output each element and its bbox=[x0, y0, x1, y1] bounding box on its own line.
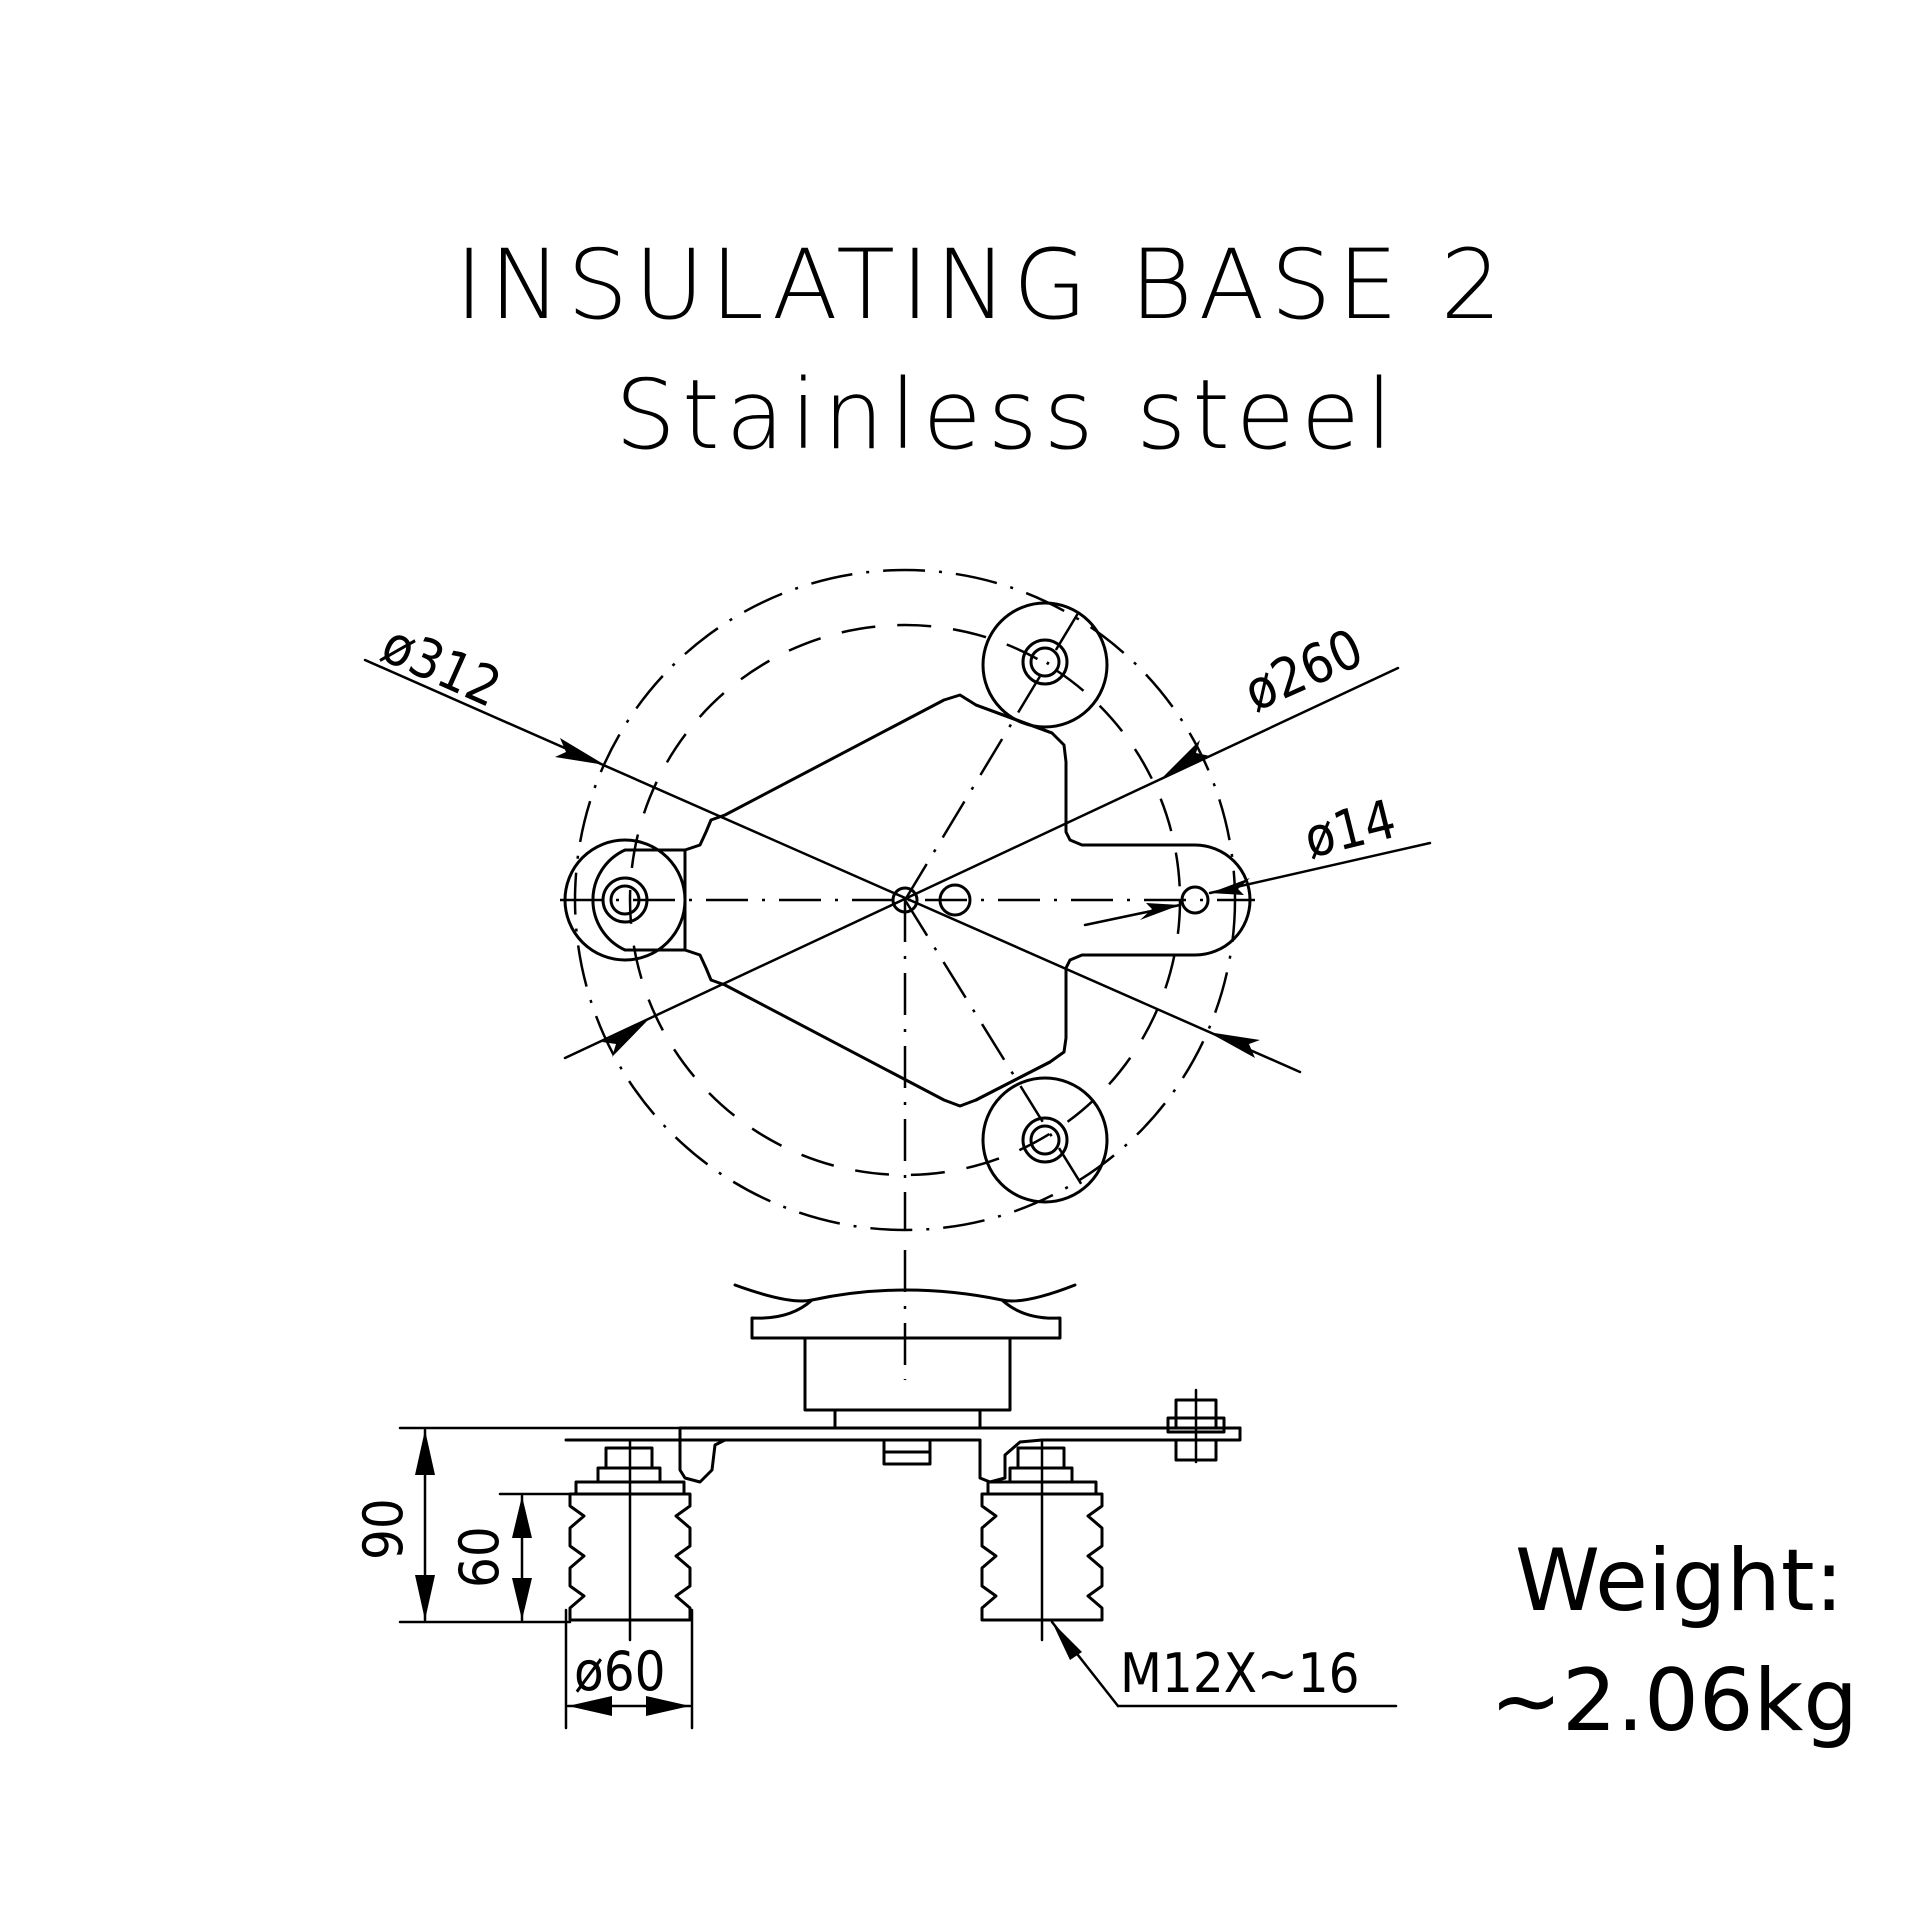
arrow-14-left bbox=[1140, 903, 1180, 920]
cap-body bbox=[803, 1336, 1012, 1412]
dim-label-312: ø312 bbox=[373, 612, 510, 719]
arm-centerline-upper bbox=[903, 609, 1082, 901]
arrow-90-top bbox=[415, 1430, 435, 1475]
arrow-d60-left bbox=[568, 1696, 612, 1716]
cap-base bbox=[833, 1408, 982, 1430]
cap-top-curve bbox=[733, 1283, 1077, 1303]
arrow-260-right bbox=[1163, 740, 1210, 777]
upper-lug-outline bbox=[981, 601, 1109, 729]
arm-centerline-lower bbox=[903, 899, 1087, 1191]
left-insulator bbox=[568, 1438, 692, 1642]
dim-line-260 bbox=[563, 666, 1400, 1060]
upper-lug-edge bbox=[974, 703, 1054, 735]
top-view: ø312 ø260 ø14 bbox=[363, 568, 1432, 1232]
dim-line-312 bbox=[363, 658, 1302, 1074]
center-hole bbox=[891, 886, 919, 914]
right-hole-14 bbox=[1180, 885, 1210, 915]
lower-hole bbox=[1021, 1116, 1069, 1164]
weight-value: ~2.06kg bbox=[1490, 1651, 1858, 1751]
arrow-60-top bbox=[512, 1496, 532, 1538]
dim-label-60: 60 bbox=[448, 1526, 511, 1588]
weight-label: Weight: bbox=[1515, 1531, 1844, 1631]
upper-hole bbox=[1021, 638, 1069, 686]
dim-label-90: 90 bbox=[352, 1498, 415, 1560]
dim-label-d60: ø60 bbox=[574, 1640, 666, 1703]
arrow-312-left bbox=[555, 738, 605, 765]
lower-lug-outline bbox=[981, 1076, 1109, 1204]
base-plate bbox=[678, 1426, 1242, 1484]
material-label: Stainless steel bbox=[615, 359, 1399, 471]
lower-lug-edge bbox=[974, 1060, 1052, 1102]
center-offset-hole bbox=[938, 883, 972, 917]
arrow-90-bottom bbox=[415, 1575, 435, 1620]
right-insulator bbox=[980, 1438, 1104, 1642]
arrow-60-bottom bbox=[512, 1578, 532, 1620]
left-hole bbox=[601, 876, 649, 924]
dim-label-14: ø14 bbox=[1298, 787, 1402, 870]
arrow-d60-right bbox=[646, 1696, 690, 1716]
arrow-260-left bbox=[602, 1020, 648, 1057]
dim-line-14 bbox=[1208, 841, 1432, 895]
arrow-312-right bbox=[1208, 1032, 1260, 1058]
dim-label-260: ø260 bbox=[1235, 617, 1372, 724]
right-bolt-assembly bbox=[1166, 1388, 1226, 1464]
side-view: 90 60 ø60 M12X~16 bbox=[352, 1250, 1398, 1730]
drawing-title: INSULATING BASE 2 bbox=[455, 229, 1508, 341]
arrow-14-right bbox=[1210, 878, 1250, 895]
bracket-outline bbox=[591, 693, 1252, 1108]
thread-leader-arrow bbox=[1052, 1622, 1082, 1660]
thread-spec-label: M12X~16 bbox=[1120, 1642, 1360, 1705]
